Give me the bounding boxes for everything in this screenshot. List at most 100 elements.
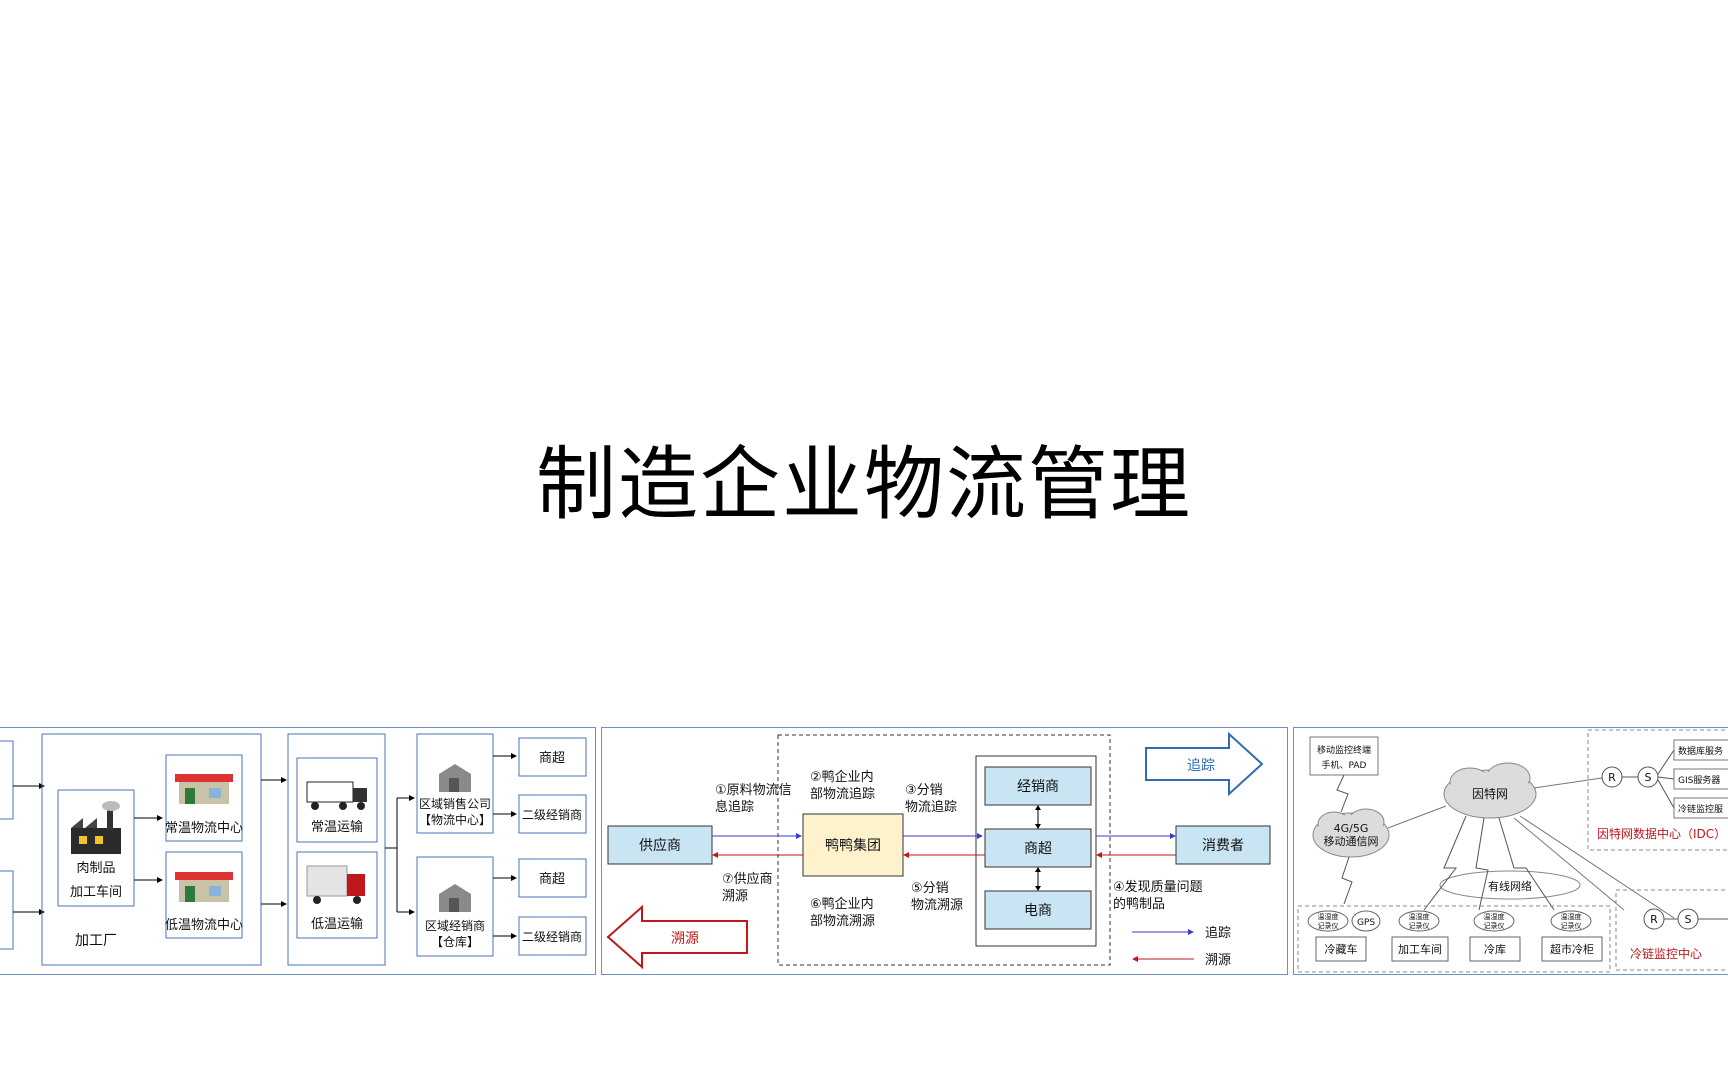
mobile-terminal-box xyxy=(1309,736,1379,776)
gis-server-label: GIS服务器 xyxy=(1678,774,1720,786)
partial-source-box-top xyxy=(0,740,14,820)
workshop-label-2: 加工车间 xyxy=(70,884,122,900)
transport-group xyxy=(287,733,386,966)
ambient-center-box xyxy=(165,754,243,842)
regional-dealer-label-2: 【仓库】 xyxy=(431,934,479,949)
trace-forward-arrow-label: 追踪 xyxy=(1187,758,1215,774)
factory-caption: 加工厂 xyxy=(75,933,117,949)
trace-back-arrow-label: 溯源 xyxy=(671,931,699,947)
node-refrigerated-truck: 温湿度 记录仪 GPS 冷藏车 xyxy=(1307,910,1381,962)
recorder-label-2: 记录仪 xyxy=(1561,922,1582,930)
node-label-truck: 冷藏车 xyxy=(1325,942,1358,956)
center-switch-label: S xyxy=(1685,913,1692,926)
secondary-dealer-label-a: 二级经销商 xyxy=(522,807,582,822)
recorder-label-2: 记录仪 xyxy=(1484,922,1505,930)
consumer-label: 消费者 xyxy=(1202,838,1244,854)
node-supermarket-freezer: 温湿度 记录仪 超市冷柜 xyxy=(1541,910,1603,962)
step3-line1: ③分销 xyxy=(905,783,943,798)
supermarket-box-a xyxy=(518,737,587,777)
ambient-center-label: 常温物流中心 xyxy=(165,821,243,836)
wireless-link-icon xyxy=(1336,774,1349,813)
step2-line2: 部物流追踪 xyxy=(810,786,875,802)
recorder-label-1: 温湿度 xyxy=(1409,912,1430,921)
node-cold-storage: 温湿度 记录仪 冷库 xyxy=(1469,910,1521,962)
supermarket-label: 商超 xyxy=(1024,841,1052,857)
cold-transport-label: 低温运输 xyxy=(311,916,363,932)
secondary-dealer-box-a xyxy=(518,794,587,834)
warehouse-icon xyxy=(175,872,233,902)
step6-line1: ⑥鸭企业内 xyxy=(810,896,874,912)
mobile-terminal-label-2: 手机、PAD xyxy=(1322,759,1367,771)
refrigerated-truck-icon xyxy=(306,865,365,904)
regional-sales-label-2: 【物流中心】 xyxy=(419,812,491,827)
regional-dealer-label-1: 区域经销商 xyxy=(425,918,485,933)
step3-line2: 物流追踪 xyxy=(905,799,957,815)
recorder-label-1: 温湿度 xyxy=(1561,912,1582,921)
regional-sales-label-1: 区域销售公司 xyxy=(419,796,491,811)
trace-back-arrow xyxy=(606,904,748,970)
enterprise-boundary xyxy=(777,734,1111,966)
coldchain-center-group xyxy=(1615,889,1728,971)
legend-forward-label: 追踪 xyxy=(1205,925,1231,941)
idc-switch-label: S xyxy=(1645,771,1652,784)
mobile-network-label-2: 移动通信网 xyxy=(1324,835,1379,848)
mobile-network-label-1: 4G/5G xyxy=(1334,822,1369,835)
supermarket-label-a: 商超 xyxy=(539,751,565,766)
panel-network: 移动监控终端 手机、PAD 4G/5G 移动通信网 因特网 有线网络 xyxy=(1293,727,1728,975)
trace-forward-arrow xyxy=(1145,731,1264,797)
panel-traceability: 供应商 鸭鸭集团 经销商 商超 电商 消费者 ①原料物流信 息追踪 ②鸭企业内 … xyxy=(601,727,1288,975)
step1-line2: 息追踪 xyxy=(715,799,754,815)
node-workshop: 温湿度 记录仪 加工车间 xyxy=(1391,910,1449,962)
ambient-transport-label: 常温运输 xyxy=(311,819,363,835)
idc-group xyxy=(1587,729,1728,851)
node-label-freezer: 超市冷柜 xyxy=(1550,942,1594,956)
secondary-dealer-label-b: 二级经销商 xyxy=(522,929,582,944)
gis-server-box xyxy=(1673,768,1728,790)
center-router-label: R xyxy=(1650,913,1658,926)
partial-source-box-bottom xyxy=(0,870,14,950)
cold-transport-box xyxy=(296,851,378,939)
recorder-label-2: 记录仪 xyxy=(1318,922,1339,930)
factory-group xyxy=(41,733,262,966)
step7-line1: ⑦供应商 xyxy=(722,871,773,887)
regional-sales-box xyxy=(416,733,494,834)
legend-back-label: 溯源 xyxy=(1205,952,1231,968)
step5-line1: ⑤分销 xyxy=(911,881,949,896)
ecommerce-box xyxy=(984,890,1092,930)
node-label-cold-storage: 冷库 xyxy=(1484,943,1506,956)
db-server-label: 数据库服务 xyxy=(1678,745,1723,757)
coldchain-server-box xyxy=(1673,797,1728,819)
recorder-label-2: 记录仪 xyxy=(1409,922,1430,930)
slide-title: 制造企业物流管理 xyxy=(536,438,1192,531)
group-label: 鸭鸭集团 xyxy=(825,837,881,854)
group-box xyxy=(802,813,904,877)
step4-line1: ④发现质量问题 xyxy=(1113,879,1203,895)
ambient-transport-box xyxy=(296,757,378,843)
coldchain-server-label: 冷链监控服 xyxy=(1678,803,1723,815)
idc-router-label: R xyxy=(1608,771,1616,784)
internet-cloud-icon xyxy=(1443,762,1537,819)
workshop-label-1: 肉制品 xyxy=(76,861,115,876)
dealer-label: 经销商 xyxy=(1017,779,1059,795)
internet-label: 因特网 xyxy=(1472,786,1508,801)
cold-center-box xyxy=(165,851,243,939)
workshop-box xyxy=(57,789,135,907)
truck-icon xyxy=(306,781,367,810)
node-label-workshop: 加工车间 xyxy=(1398,942,1442,956)
step2-line1: ②鸭企业内 xyxy=(810,769,874,785)
consumer-box xyxy=(1175,825,1271,865)
factory-building-icon xyxy=(71,801,121,854)
step5-line2: 物流溯源 xyxy=(911,897,963,913)
wired-network-ring xyxy=(1439,870,1581,900)
recorder-label-1: 温湿度 xyxy=(1484,912,1505,921)
mobile-terminal-label-1: 移动监控终端 xyxy=(1317,744,1371,756)
warehouse-icon xyxy=(175,774,233,804)
wired-network-label: 有线网络 xyxy=(1488,879,1532,893)
sensor-nodes-group xyxy=(1297,905,1611,973)
gps-label: GPS xyxy=(1357,918,1375,928)
building-icon xyxy=(439,764,471,792)
idc-caption: 因特网数据中心（IDC） xyxy=(1597,826,1726,841)
supplier-box xyxy=(607,825,713,865)
step7-line2: 溯源 xyxy=(722,888,748,904)
supplier-label: 供应商 xyxy=(639,837,681,854)
